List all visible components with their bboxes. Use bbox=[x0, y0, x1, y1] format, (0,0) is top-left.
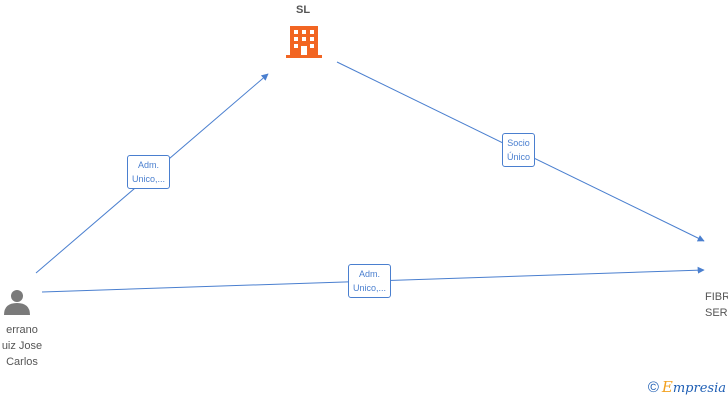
copyright-icon: © bbox=[647, 379, 659, 396]
brand-name: mpresia bbox=[672, 381, 726, 396]
edge-label-person-to-right[interactable]: Adm. Unico,... bbox=[348, 264, 392, 298]
company-name-label[interactable]: SL bbox=[296, 4, 311, 16]
person-icon[interactable] bbox=[4, 290, 30, 315]
right-company-label[interactable]: FIBR SER bbox=[705, 291, 728, 319]
building-icon[interactable] bbox=[286, 26, 322, 58]
brand-initial: E bbox=[661, 378, 673, 396]
edge-label-sl-to-right[interactable]: Socio Único bbox=[502, 133, 536, 167]
empresia-watermark: ©Empresia bbox=[648, 378, 726, 396]
edge-label-person-to-sl[interactable]: Adm. Unico,... bbox=[127, 155, 171, 189]
person-name-label[interactable]: errano uiz Jose Carlos bbox=[1, 324, 43, 368]
